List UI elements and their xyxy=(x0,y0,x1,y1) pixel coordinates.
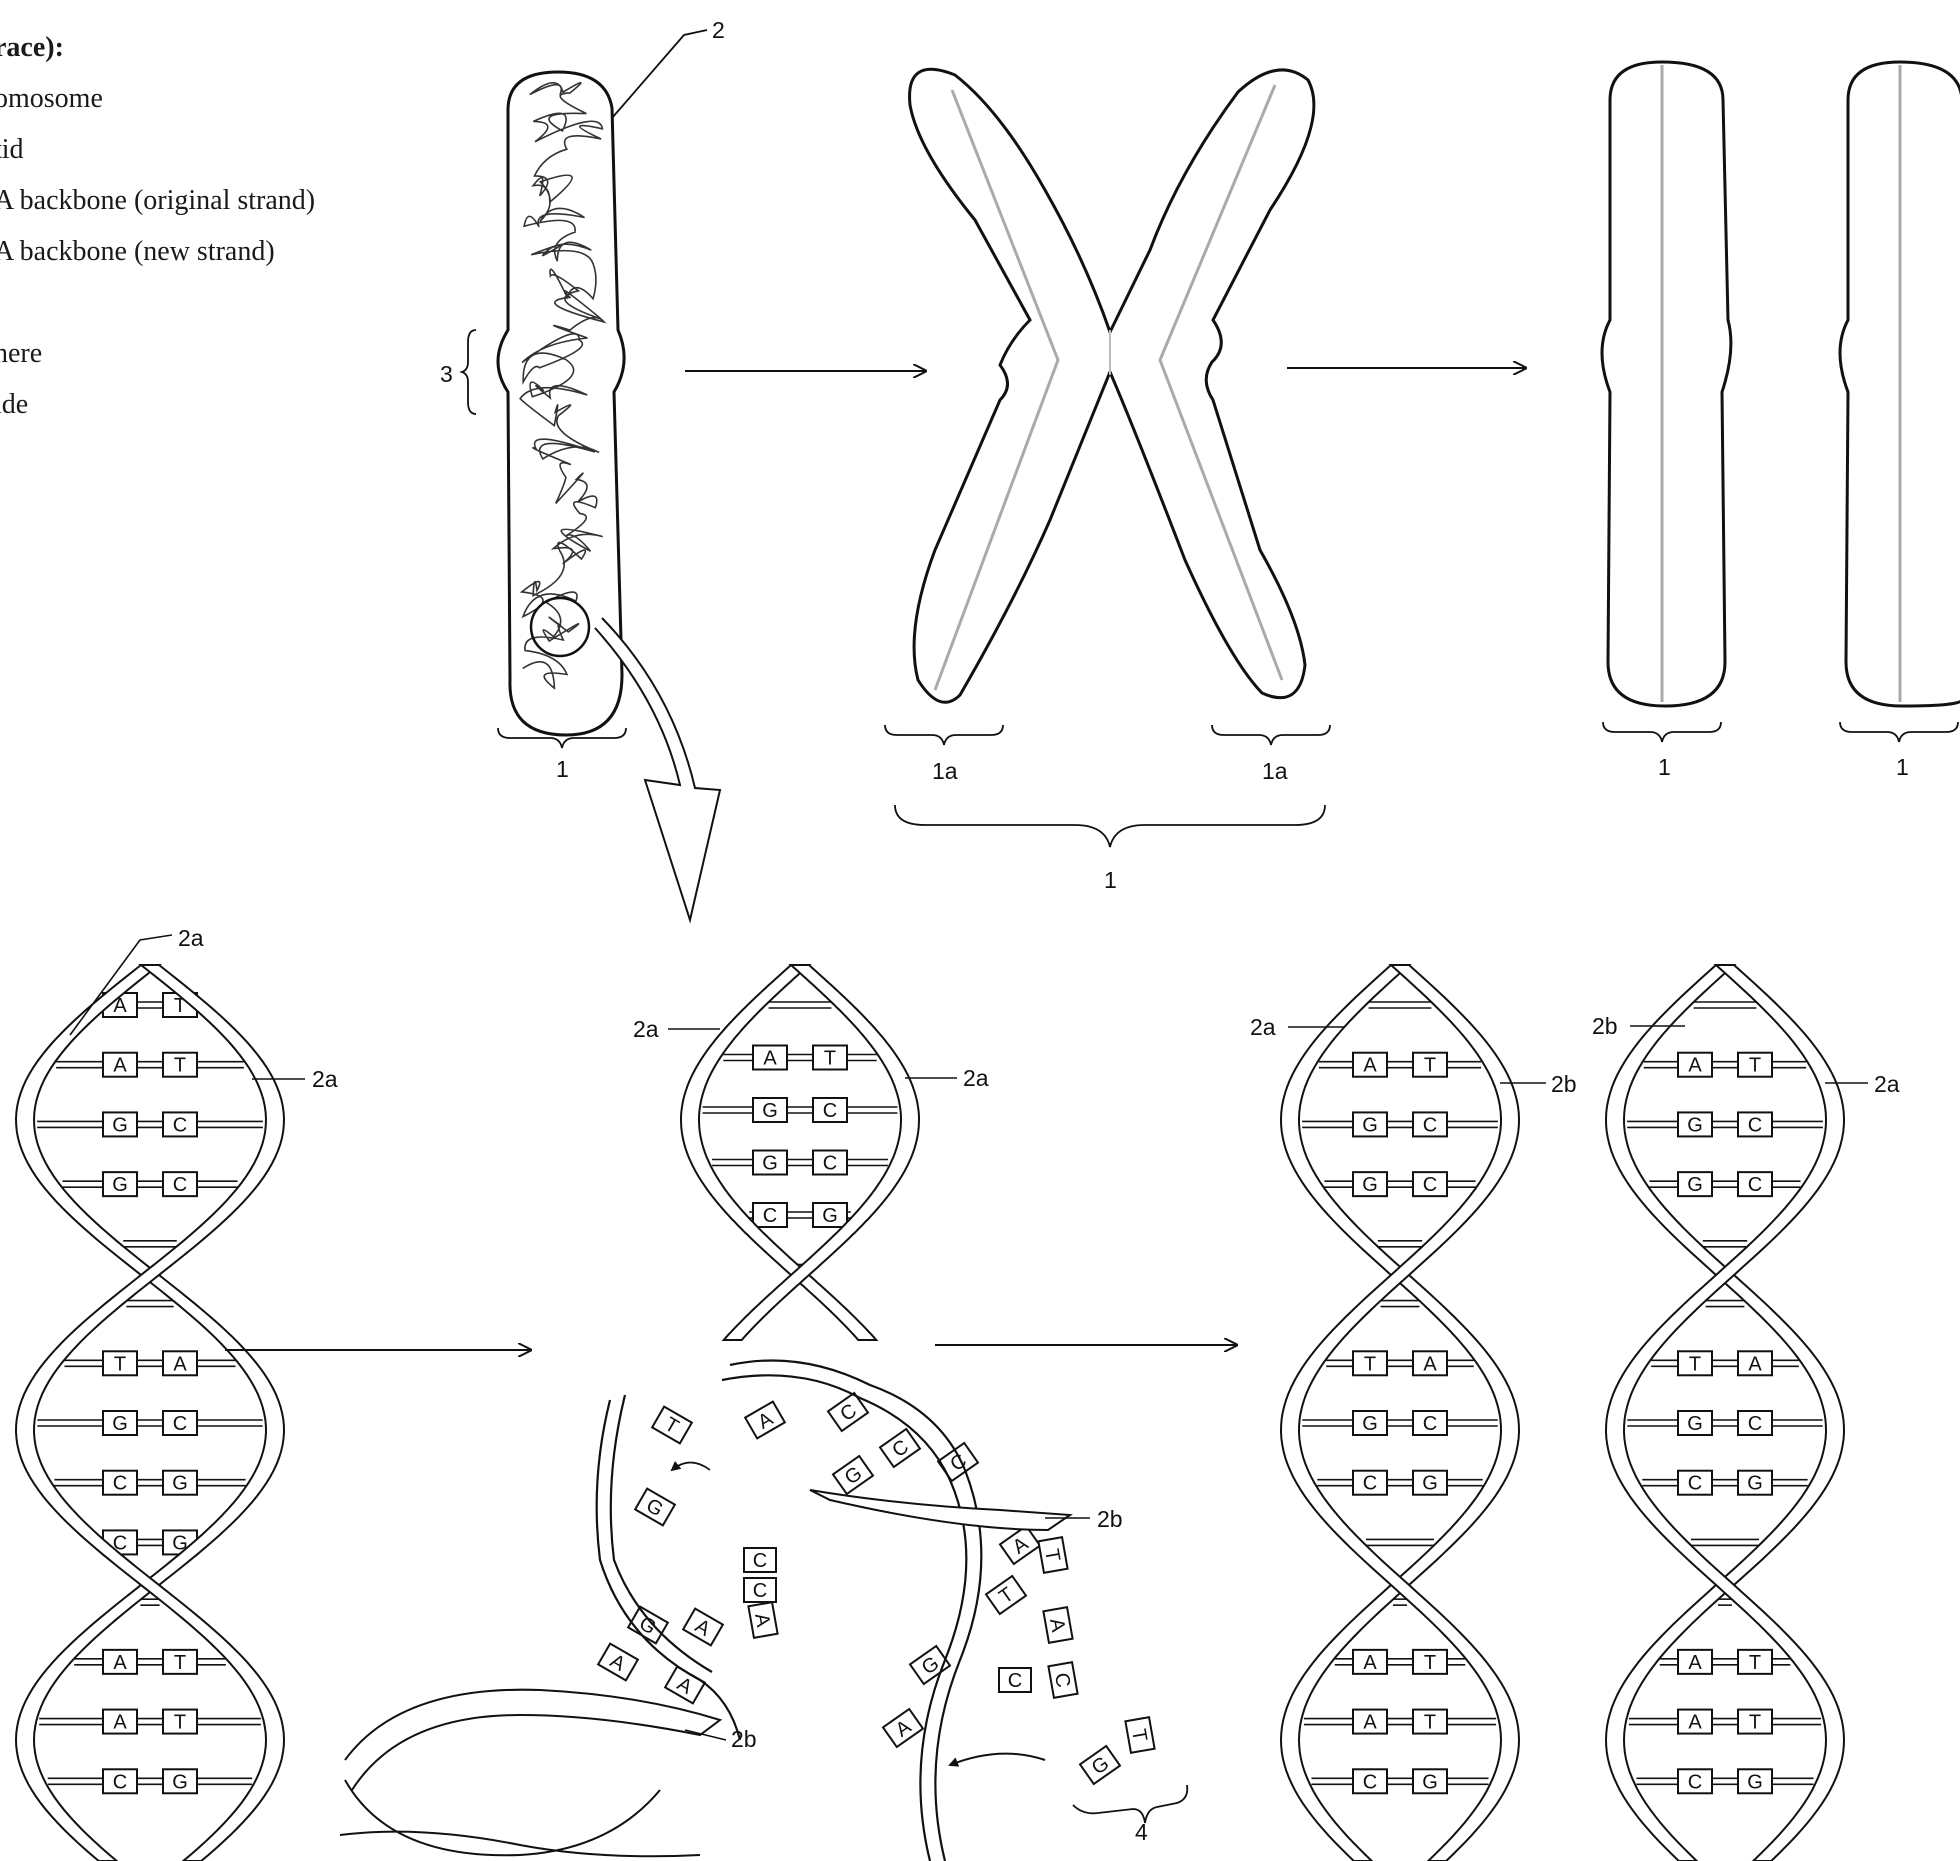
svg-text:T: T xyxy=(114,1353,126,1375)
x-chromosome xyxy=(910,69,1314,702)
svg-text:A: A xyxy=(1688,1712,1702,1734)
svg-text:C: C xyxy=(1688,1771,1702,1793)
svg-text:C: C xyxy=(823,1153,837,1175)
svg-text:C: C xyxy=(1423,1114,1437,1136)
svg-text:C: C xyxy=(173,1114,187,1136)
svg-text:C: C xyxy=(173,1413,187,1435)
svg-text:A: A xyxy=(113,1712,127,1734)
label-chromatid-right: 1a xyxy=(1262,758,1288,784)
svg-text:T: T xyxy=(824,1048,836,1070)
svg-text:A: A xyxy=(1688,1055,1702,1077)
label-dna-d1-left: 2a xyxy=(1250,1014,1276,1040)
svg-text:C: C xyxy=(1748,1174,1762,1196)
svg-text:C: C xyxy=(1748,1114,1762,1136)
svg-text:T: T xyxy=(174,1712,186,1734)
svg-text:G: G xyxy=(1362,1174,1378,1196)
daughter-chromosome-2 xyxy=(1840,62,1960,706)
svg-text:C: C xyxy=(823,1100,837,1122)
svg-text:T: T xyxy=(174,1055,186,1077)
svg-text:G: G xyxy=(172,1771,188,1793)
svg-text:G: G xyxy=(112,1413,128,1435)
label-dna-left-top: 2a xyxy=(178,925,204,951)
label-dna-mid-new-a: 2b xyxy=(1097,1506,1123,1532)
svg-text:C: C xyxy=(1363,1771,1377,1793)
svg-text:C: C xyxy=(1363,1473,1377,1495)
svg-text:A: A xyxy=(763,1048,777,1070)
label-dna-d2-right: 2a xyxy=(1874,1071,1900,1097)
label-x-whole: 1 xyxy=(1104,867,1117,893)
svg-text:G: G xyxy=(1747,1771,1763,1793)
svg-text:A: A xyxy=(1688,1652,1702,1674)
label-daughter-left: 1 xyxy=(1658,754,1671,780)
svg-text:C: C xyxy=(1688,1473,1702,1495)
svg-text:G: G xyxy=(1362,1114,1378,1136)
svg-text:C: C xyxy=(113,1771,127,1793)
label-dna-mid-left: 2a xyxy=(633,1016,659,1042)
label-nucleotide-group: 4 xyxy=(1135,1819,1148,1845)
svg-text:C: C xyxy=(113,1473,127,1495)
label-dna-mid-right: 2a xyxy=(963,1065,989,1091)
svg-text:T: T xyxy=(1749,1055,1761,1077)
svg-text:A: A xyxy=(1363,1055,1377,1077)
svg-text:G: G xyxy=(172,1473,188,1495)
svg-text:T: T xyxy=(1749,1652,1761,1674)
svg-text:G: G xyxy=(1422,1771,1438,1793)
svg-text:C: C xyxy=(1423,1174,1437,1196)
svg-text:G: G xyxy=(1362,1413,1378,1435)
svg-text:C: C xyxy=(1748,1413,1762,1435)
svg-text:T: T xyxy=(1424,1712,1436,1734)
svg-text:C: C xyxy=(753,1580,767,1602)
svg-text:C: C xyxy=(763,1205,777,1227)
svg-text:G: G xyxy=(1687,1174,1703,1196)
svg-text:T: T xyxy=(1689,1353,1701,1375)
label-centromere: 3 xyxy=(440,361,453,387)
label-dna-mid-new-b: 2b xyxy=(731,1726,757,1752)
svg-text:C: C xyxy=(1423,1413,1437,1435)
dna-helix-daughter-1: A T G C G C T A G C C G A T A T C G xyxy=(1281,965,1519,1861)
label-daughter-right: 1 xyxy=(1896,754,1909,780)
label-dna-left-side: 2a xyxy=(312,1066,338,1092)
dna-helix-daughter-2: A T G C G C T A G C C G A T A T C G xyxy=(1606,965,1844,1861)
dna-helix-replicating: A T G C G C C G xyxy=(681,965,919,1340)
svg-text:C: C xyxy=(173,1174,187,1196)
svg-text:C: C xyxy=(1008,1670,1022,1692)
svg-text:A: A xyxy=(1363,1712,1377,1734)
svg-text:T: T xyxy=(1364,1353,1376,1375)
svg-text:G: G xyxy=(762,1153,778,1175)
svg-text:G: G xyxy=(1687,1114,1703,1136)
svg-text:G: G xyxy=(112,1114,128,1136)
label-whole-chromosome: 1 xyxy=(556,756,569,782)
svg-text:C: C xyxy=(753,1550,767,1572)
label-chromatid-left: 1a xyxy=(932,758,958,784)
svg-text:G: G xyxy=(1422,1473,1438,1495)
svg-text:T: T xyxy=(174,1652,186,1674)
svg-text:A: A xyxy=(1423,1353,1437,1375)
svg-text:G: G xyxy=(112,1174,128,1196)
svg-text:G: G xyxy=(1747,1473,1763,1495)
label-dna-d1-right: 2b xyxy=(1551,1071,1577,1097)
label-chromosome: 2 xyxy=(712,17,725,43)
svg-text:A: A xyxy=(113,1055,127,1077)
svg-text:G: G xyxy=(762,1100,778,1122)
svg-text:T: T xyxy=(1749,1712,1761,1734)
svg-text:T: T xyxy=(1424,1652,1436,1674)
svg-text:A: A xyxy=(173,1353,187,1375)
svg-text:G: G xyxy=(1687,1413,1703,1435)
svg-text:A: A xyxy=(1363,1652,1377,1674)
daughter-chromosome-1 xyxy=(1602,62,1731,706)
svg-text:G: G xyxy=(822,1205,838,1227)
svg-text:A: A xyxy=(113,1652,127,1674)
svg-text:A: A xyxy=(1748,1353,1762,1375)
label-dna-d2-left: 2b xyxy=(1592,1013,1618,1039)
svg-text:T: T xyxy=(1424,1055,1436,1077)
